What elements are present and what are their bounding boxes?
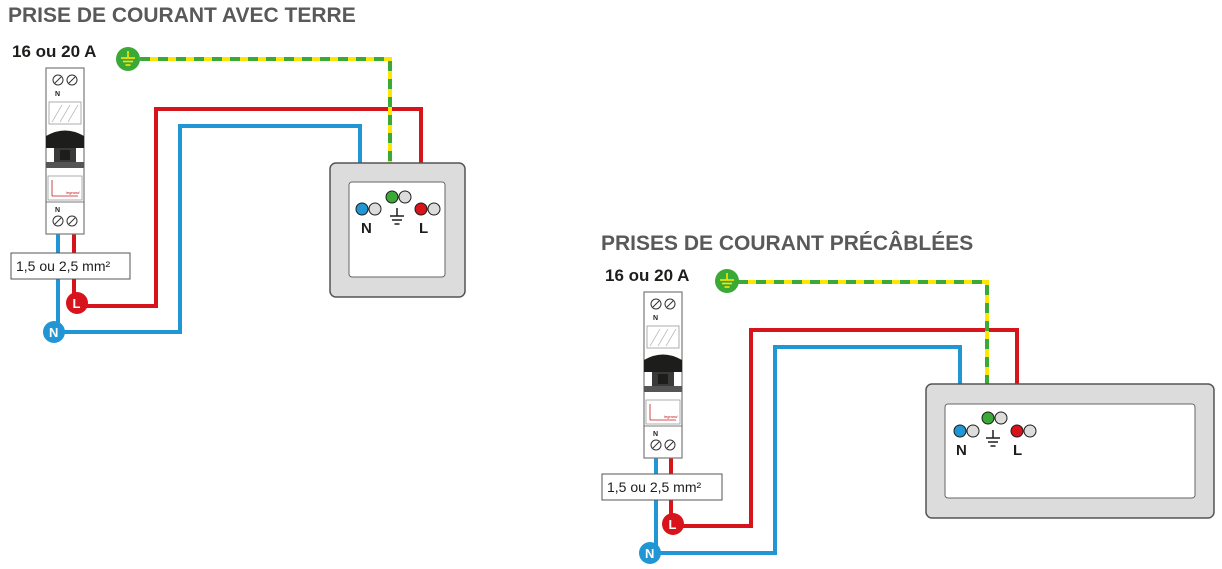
wire-section-box: 1,5 ou 2,5 mm² [10, 252, 131, 280]
diagram-1-breaker-rating: 16 ou 20 A [12, 42, 96, 61]
circuit-breaker: N legrand N [45, 67, 85, 235]
socket-outlet-prewired: N L [925, 383, 1215, 519]
neutral-badge-label: N [645, 546, 654, 561]
diagram-2-title: PRISES DE COURANT PRÉCÂBLÉES [601, 231, 973, 255]
live-badge: L [662, 513, 684, 535]
earth-symbol-icon [390, 208, 404, 225]
diagram-2: PRISES DE COURANT PRÉCÂBLÉES 16 ou 20 A … [601, 231, 1215, 564]
earth-ground-icon [715, 269, 739, 293]
terminal-neutral-label: N [361, 220, 372, 237]
wire-section-label: 1,5 ou 2,5 mm² [607, 479, 701, 495]
wire-section-box: 1,5 ou 2,5 mm² [601, 473, 723, 501]
terminal-live-label: L [419, 220, 428, 237]
socket-outlet: N L [329, 162, 466, 298]
wire-section-label: 1,5 ou 2,5 mm² [16, 258, 110, 274]
circuit-breaker: N legrand N [643, 291, 683, 459]
neutral-wire [654, 345, 962, 555]
neutral-wire [56, 124, 362, 334]
live-badge-label: L [73, 296, 81, 311]
terminal-neutral-label: N [956, 442, 967, 459]
breaker-brand: legrand [664, 414, 678, 419]
earth-wire-base [738, 280, 989, 418]
diagram-2-breaker-rating: 16 ou 20 A [605, 266, 689, 285]
neutral-badge: N [43, 321, 65, 343]
diagram-1: PRISE DE COURANT AVEC TERRE 16 ou 20 A [8, 4, 466, 343]
neutral-badge-label: N [49, 325, 58, 340]
neutral-badge: N [639, 542, 661, 564]
breaker-bottom-label: N [653, 431, 658, 438]
breaker-bottom-label: N [55, 207, 60, 214]
breaker-top-label: N [55, 91, 60, 98]
live-badge-label: L [669, 517, 677, 532]
live-badge: L [66, 292, 88, 314]
breaker-top-label: N [653, 315, 658, 322]
earth-ground-icon [116, 47, 140, 71]
earth-symbol-icon [986, 430, 1000, 447]
breaker-brand: legrand [66, 190, 80, 195]
diagram-1-title: PRISE DE COURANT AVEC TERRE [8, 4, 356, 27]
earth-wire-base [140, 57, 392, 191]
terminal-live-label: L [1013, 442, 1022, 459]
